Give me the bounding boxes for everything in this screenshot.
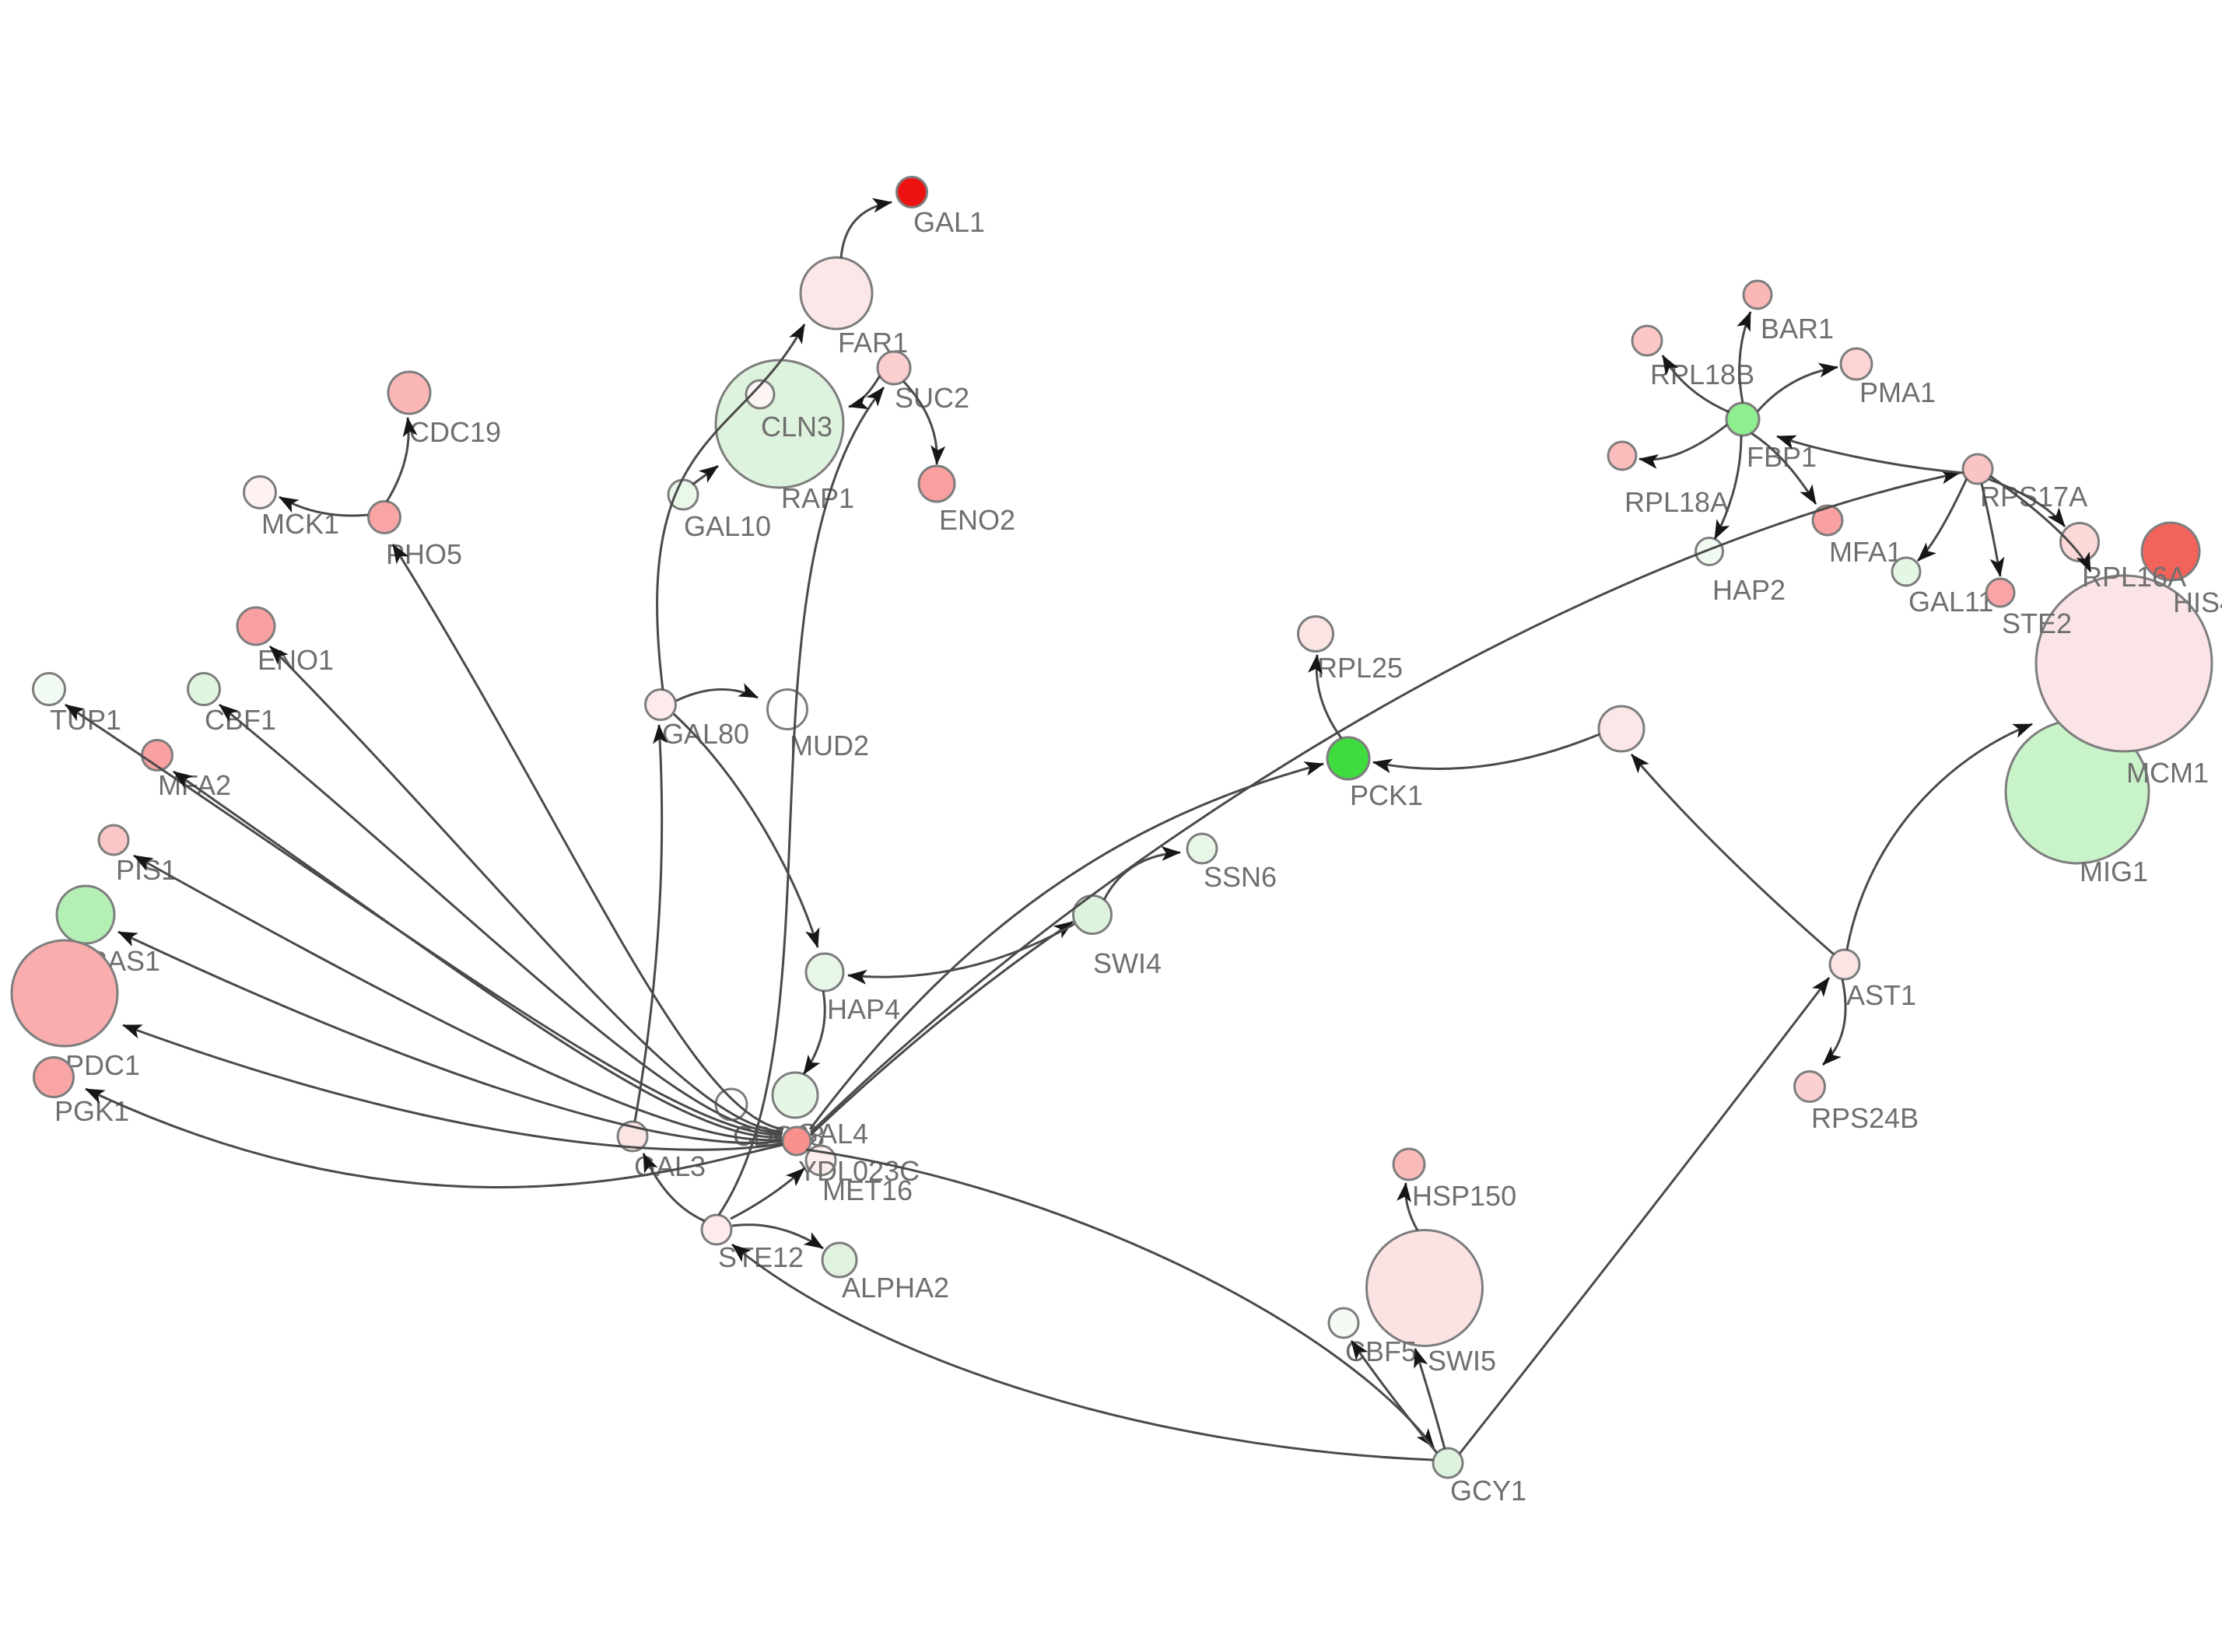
svg-text:GAL10: GAL10 [684, 510, 771, 542]
svg-text:SWI5: SWI5 [1428, 1345, 1496, 1377]
svg-text:GAL1: GAL1 [913, 206, 985, 238]
svg-text:PGK1: PGK1 [54, 1095, 129, 1127]
svg-text:STE2: STE2 [2002, 607, 2072, 639]
svg-text:RPL16A: RPL16A [2082, 561, 2186, 593]
svg-text:CBF5: CBF5 [1345, 1335, 1417, 1367]
svg-text:PDC1: PDC1 [65, 1049, 140, 1081]
svg-text:ENO2: ENO2 [939, 504, 1015, 536]
svg-text:ALPHA2: ALPHA2 [842, 1272, 949, 1304]
svg-text:PHO5: PHO5 [386, 538, 462, 570]
svg-text:GAL80: GAL80 [662, 718, 749, 750]
svg-text:BAR1: BAR1 [1761, 313, 1834, 345]
svg-text:RAP1: RAP1 [781, 482, 854, 514]
svg-text:HIS4: HIS4 [2173, 586, 2222, 618]
svg-text:PCK1: PCK1 [1350, 779, 1423, 811]
svg-text:SUC2: SUC2 [895, 382, 969, 414]
svg-text:GCY1: GCY1 [1450, 1475, 1526, 1507]
svg-text:RPS17A: RPS17A [1980, 481, 2087, 513]
svg-text:SSN6: SSN6 [1204, 861, 1277, 893]
svg-text:RPL25: RPL25 [1317, 652, 1403, 684]
svg-text:AST1: AST1 [1846, 979, 1916, 1011]
svg-text:RPL18A: RPL18A [1624, 486, 1729, 518]
svg-text:RPS24B: RPS24B [1811, 1102, 1919, 1134]
svg-text:YDL023C: YDL023C [798, 1155, 920, 1187]
svg-text:MUD2: MUD2 [790, 730, 869, 761]
svg-text:CBF1: CBF1 [205, 704, 276, 736]
svg-text:HSP150: HSP150 [1412, 1180, 1516, 1212]
svg-text:CLN3: CLN3 [761, 411, 832, 443]
svg-text:GAL11: GAL11 [1908, 586, 1993, 618]
svg-text:MIG1: MIG1 [2080, 856, 2148, 887]
svg-text:MFA1: MFA1 [1829, 536, 1902, 568]
svg-text:MCK1: MCK1 [261, 508, 339, 540]
svg-text:SWI4: SWI4 [1093, 947, 1162, 979]
svg-text:HAP2: HAP2 [1712, 574, 1786, 606]
svg-text:CDC19: CDC19 [409, 416, 501, 448]
svg-text:MCM1: MCM1 [2126, 757, 2209, 789]
svg-text:PMA1: PMA1 [1859, 376, 1936, 408]
svg-text:TUP1: TUP1 [50, 704, 121, 736]
svg-text:STE12: STE12 [718, 1241, 804, 1273]
svg-text:HAP4: HAP4 [827, 993, 900, 1025]
svg-text:MET16: MET16 [822, 1174, 913, 1206]
svg-text:PIS1: PIS1 [116, 854, 177, 886]
